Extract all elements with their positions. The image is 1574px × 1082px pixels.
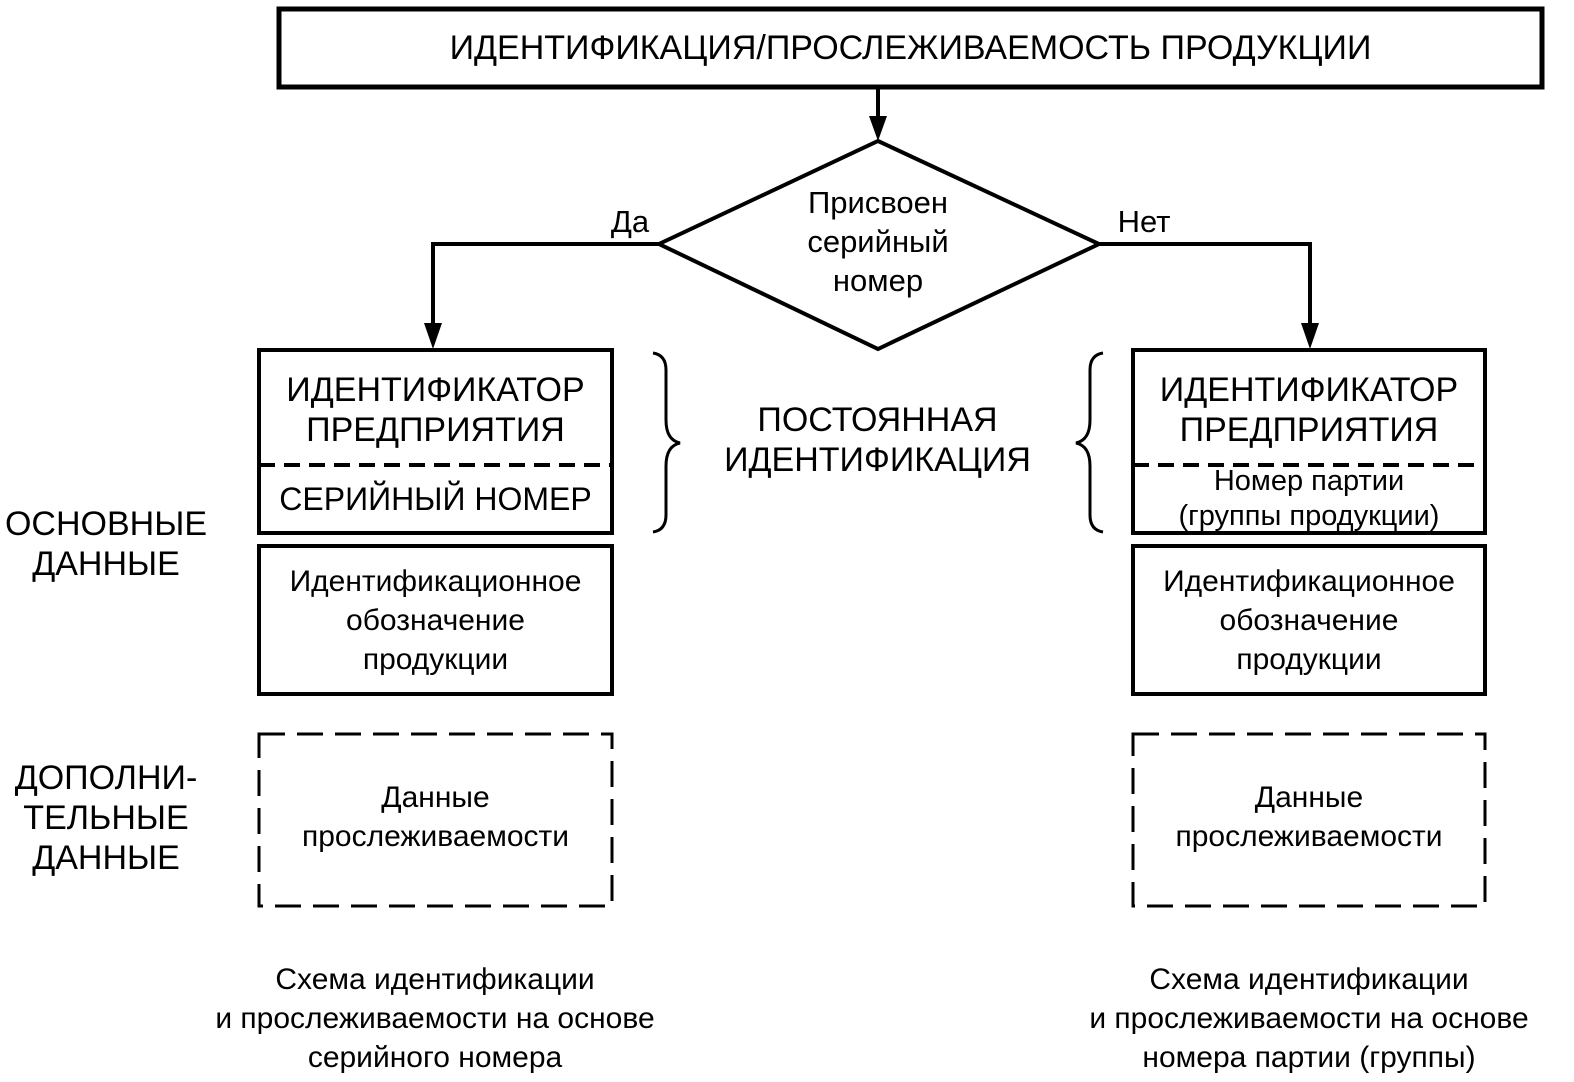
main-data-line-1: ОСНОВНЫЕ [4, 505, 207, 543]
right-traceability-box-frame [1131, 732, 1487, 908]
left-curly-brace [652, 351, 681, 534]
right-id-box-frame [1131, 348, 1487, 535]
right-designation-line-3: продукции [1236, 642, 1382, 676]
decision-line-3: номер [832, 262, 924, 298]
extra-data-line-3: ДАННЫЕ [32, 839, 180, 877]
yes-branch-line [431, 242, 659, 326]
decision-line-1: Присвоен [807, 184, 949, 220]
no-branch-line [1099, 242, 1312, 326]
right-caption-line-3: номера партии (группы) [1142, 1040, 1476, 1074]
right-enterprise-id: ИДЕНТИФИКАТОР ПРЕДПРИЯТИЯ [1133, 358, 1485, 462]
top-arrowhead [869, 116, 887, 141]
right-caption-line-1: Схема идентификации [1149, 962, 1469, 996]
no-arrowhead [1301, 323, 1319, 349]
right-product-designation: Идентификационное обозначение продукции [1133, 546, 1485, 694]
right-designation-line-1: Идентификационное [1163, 564, 1455, 598]
decision-line-2: серийный [807, 223, 949, 259]
left-designation-box-frame [257, 544, 614, 696]
right-batch-number: Номер партии (группы продукции) [1133, 465, 1485, 532]
left-traceability-box-frame [257, 732, 614, 908]
permanent-id-line-2: ИДЕНТИФИКАЦИЯ [724, 441, 1031, 479]
left-id-box-frame [257, 348, 614, 535]
right-caption-line-2: и прослеживаемости на основе [1089, 1001, 1529, 1035]
left-caption-line-1: Схема идентификации [275, 962, 595, 996]
left-serial-text: СЕРИЙНЫЙ НОМЕР [279, 481, 592, 517]
left-enterprise-id-line-1: ИДЕНТИФИКАТОР [286, 371, 585, 409]
left-designation-line-3: продукции [362, 642, 509, 676]
left-serial-number: СЕРИЙНЫЙ НОМЕР [259, 468, 612, 530]
right-designation-box-frame [1131, 544, 1487, 696]
left-traceability-line-1: Данные [381, 781, 490, 814]
right-traceability-data: Данные прослеживаемости [1133, 776, 1485, 858]
left-designation-line-1: Идентификационное [289, 564, 582, 598]
no-branch-label: Нет [1106, 201, 1182, 241]
right-designation-line-2: обозначение [1219, 603, 1399, 637]
top-box-frame [276, 6, 1545, 90]
left-enterprise-id-line-2: ПРЕДПРИЯТИЯ [306, 411, 565, 449]
left-caption-line-3: серийного номера [307, 1040, 563, 1074]
left-enterprise-id: ИДЕНТИФИКАТОР ПРЕДПРИЯТИЯ [259, 358, 612, 462]
right-traceability-line-1: Данные [1254, 781, 1364, 814]
extra-data-line-1: ДОПОЛНИ- [14, 759, 198, 797]
left-product-designation: Идентификационное обозначение продукции [259, 546, 612, 694]
right-batch-line-1: Номер партии [1213, 465, 1405, 497]
permanent-identification-label: ПОСТОЯННАЯ ИДЕНТИФИКАЦИЯ [690, 398, 1065, 482]
no-label-text: Нет [1117, 203, 1171, 239]
right-enterprise-id-line-2: ПРЕДПРИЯТИЯ [1179, 411, 1439, 449]
decision-diamond [654, 138, 1104, 352]
main-data-line-2: ДАННЫЕ [32, 545, 180, 583]
left-caption: Схема идентификации и прослеживаемости н… [140, 958, 730, 1078]
right-batch-line-2: (группы продукции) [1178, 500, 1440, 532]
permanent-id-line-1: ПОСТОЯННАЯ [757, 401, 998, 439]
left-caption-line-2: и прослеживаемости на основе [215, 1001, 655, 1035]
right-caption: Схема идентификации и прослеживаемости н… [1044, 958, 1574, 1078]
extra-data-line-2: ТЕЛЬНЫЕ [23, 799, 189, 837]
left-traceability-line-2: прослеживаемости [301, 820, 570, 853]
right-curly-brace [1075, 351, 1104, 534]
right-enterprise-id-line-1: ИДЕНТИФИКАТОР [1159, 371, 1459, 409]
right-traceability-line-2: прослеживаемости [1175, 820, 1443, 853]
yes-label-text: Да [610, 203, 650, 239]
top-box-title: ИДЕНТИФИКАЦИЯ/ПРОСЛЕЖИВАЕМОСТЬ ПРОДУКЦИИ [279, 9, 1542, 87]
main-data-label: ОСНОВНЫЕ ДАННЫЕ [0, 503, 212, 585]
decision-text: Присвоен серийный номер [738, 182, 1018, 300]
yes-arrowhead [424, 323, 442, 349]
yes-branch-label: Да [598, 201, 662, 241]
top-box-label: ИДЕНТИФИКАЦИЯ/ПРОСЛЕЖИВАЕМОСТЬ ПРОДУКЦИИ [449, 29, 1372, 67]
extra-data-label: ДОПОЛНИ- ТЕЛЬНЫЕ ДАННЫЕ [0, 757, 212, 879]
left-traceability-data: Данные прослеживаемости [259, 776, 612, 858]
left-designation-line-2: обозначение [346, 603, 525, 637]
